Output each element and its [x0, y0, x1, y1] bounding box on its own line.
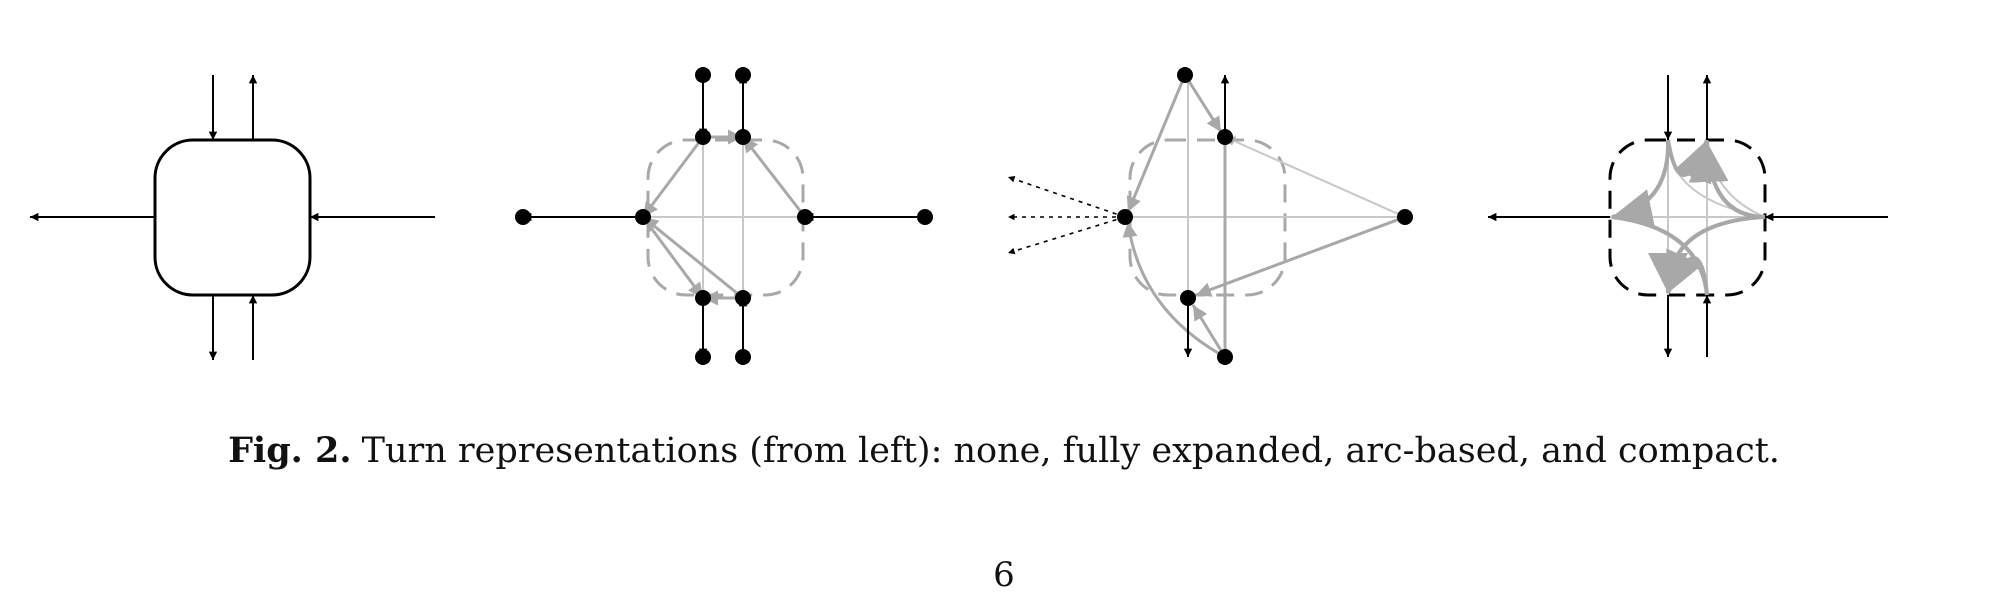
panel-compact — [1488, 75, 1888, 357]
graph-vertices — [515, 67, 933, 365]
compact-turn — [1666, 139, 1712, 185]
arc-edge — [1195, 215, 1406, 297]
arc-edge — [1183, 74, 1223, 133]
turn-edge — [741, 136, 807, 218]
compact-turn — [1611, 215, 1709, 296]
compact-turn — [1611, 139, 1671, 229]
figure-caption: Fig. 2.Turn representations (from left):… — [0, 430, 2008, 471]
turn-edge — [642, 215, 744, 300]
figure-turn-representations — [30, 67, 1888, 365]
panel-arc-based — [1007, 67, 1413, 365]
panel-none — [30, 75, 435, 360]
turn-edge — [641, 136, 705, 218]
graph-vertices — [1117, 67, 1413, 365]
arc-edge — [1191, 304, 1227, 358]
arc-edge — [1126, 74, 1187, 213]
compact-turn — [1688, 141, 1766, 219]
arc-edge — [1122, 221, 1226, 359]
panel-fully-expanded — [515, 67, 933, 365]
page-number: 6 — [993, 555, 1015, 595]
caption-text: Turn representations (from left): none, … — [361, 431, 1780, 471]
caption-label: Fig. 2. — [228, 430, 352, 471]
intersection-node-box — [153, 138, 312, 297]
compact-turn — [1648, 215, 1766, 294]
